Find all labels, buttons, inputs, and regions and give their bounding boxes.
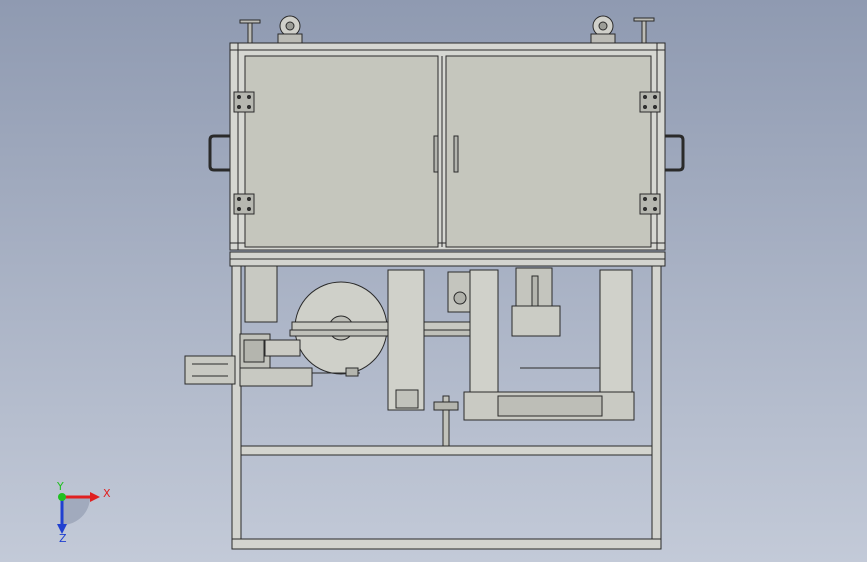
- frame-leg-left: [231, 265, 242, 550]
- side-handle-left[interactable]: [208, 134, 230, 172]
- bracket-box: [395, 389, 419, 409]
- triad-y-label: Y: [56, 480, 64, 493]
- triad-y-axis: [58, 493, 66, 501]
- bottom-cross-rail: [231, 538, 662, 550]
- frame-leg-right: [651, 265, 662, 550]
- triad-z-label: Z: [59, 532, 67, 545]
- machine-model[interactable]: [184, 15, 685, 550]
- triad-z-arrow: [57, 524, 67, 534]
- top-caster-right: [590, 15, 616, 44]
- top-leveling-foot-left: [239, 19, 261, 44]
- top-caster-left: [277, 15, 303, 44]
- cabinet-door-right[interactable]: [445, 55, 652, 248]
- cabinet-door-left[interactable]: [244, 55, 439, 248]
- triad-shadow: [62, 497, 90, 525]
- hinge-left-top: [233, 91, 255, 113]
- side-handle-right[interactable]: [665, 134, 685, 172]
- motor-left[interactable]: [244, 265, 278, 323]
- top-leveling-foot-right: [633, 17, 655, 44]
- door-handle-left[interactable]: [433, 135, 439, 173]
- hinge-left-bottom: [233, 193, 255, 215]
- hinge-right-top: [639, 91, 661, 113]
- vertical-plate-1: [387, 269, 425, 411]
- feed-block-left[interactable]: [184, 355, 236, 385]
- triad-x-arrow: [90, 492, 100, 502]
- coordinate-triad: X Y Z: [56, 480, 111, 545]
- drive-shaft: [442, 395, 450, 447]
- door-handle-right[interactable]: [453, 135, 459, 173]
- lower-cross-rail: [240, 445, 653, 456]
- triad-x-label: X: [103, 487, 111, 500]
- hinge-right-bottom: [639, 193, 661, 215]
